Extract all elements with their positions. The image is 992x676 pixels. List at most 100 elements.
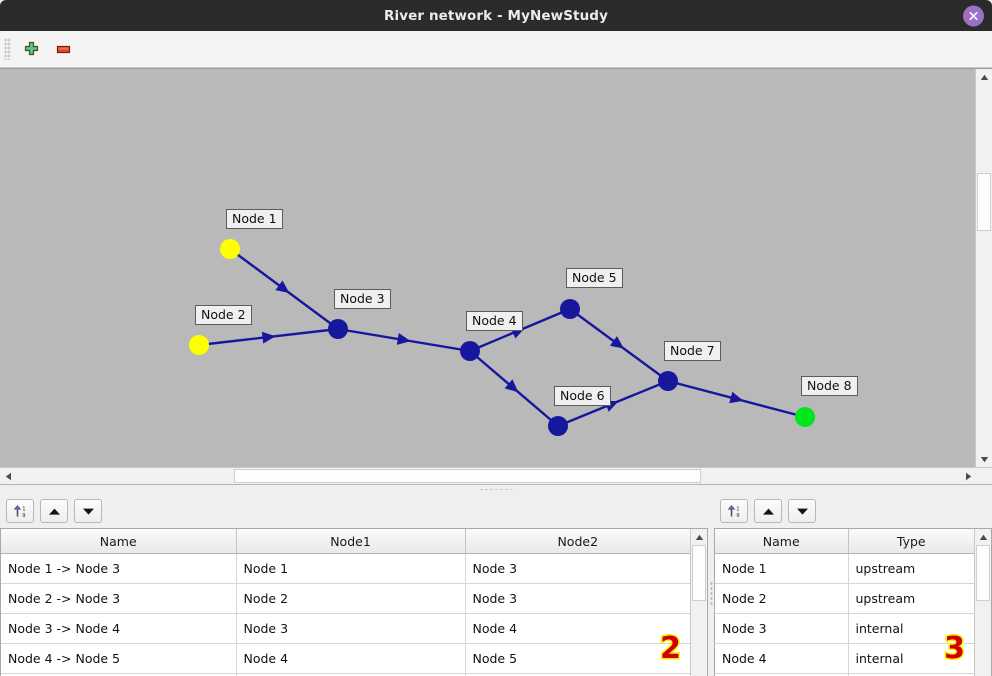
nodes-move-down-button[interactable]	[788, 499, 816, 523]
nodes-table-empty-cell[interactable]	[848, 673, 974, 676]
nodes-table-empty-cell[interactable]	[715, 673, 849, 676]
nodes-table-cell[interactable]: Node 2	[715, 583, 849, 614]
reaches-table-empty-cell[interactable]	[1, 673, 237, 676]
reaches-table-empty-cell[interactable]	[236, 673, 466, 676]
scroll-up-button[interactable]	[976, 69, 992, 85]
graph-vertical-scrollbar[interactable]	[975, 69, 992, 467]
nodes-table-column-header[interactable]: Name	[715, 529, 849, 554]
graph-node-label-node-6[interactable]: Node 6	[554, 386, 611, 406]
scroll-right-button[interactable]	[960, 468, 976, 484]
graph-node-node-8[interactable]	[795, 407, 815, 427]
reaches-move-up-button[interactable]	[40, 499, 68, 523]
reaches-vscroll-thumb[interactable]	[692, 545, 706, 601]
graph-vscroll-track[interactable]	[976, 85, 992, 451]
remove-node-button[interactable]	[47, 34, 79, 64]
reaches-vertical-scrollbar[interactable]	[690, 529, 707, 676]
nodes-table-empty-row[interactable]	[715, 673, 974, 676]
vertical-splitter[interactable]	[708, 494, 714, 676]
reaches-table-cell[interactable]: Node 3 -> Node 4	[1, 613, 237, 644]
graph-node-label-node-3[interactable]: Node 3	[334, 289, 391, 309]
reaches-scroll-down-button[interactable]	[691, 673, 707, 676]
graph-node-label-node-4[interactable]: Node 4	[466, 311, 523, 331]
graph-node-node-7[interactable]	[658, 371, 678, 391]
nodes-table-cell[interactable]: internal	[848, 643, 974, 674]
nodes-vertical-scrollbar[interactable]	[974, 529, 991, 676]
nodes-scroll-down-button[interactable]	[975, 673, 991, 676]
nodes-scroll-up-button[interactable]	[975, 529, 991, 545]
reaches-table-column-header[interactable]: Node1	[236, 529, 466, 554]
reaches-table-cell[interactable]: Node 5	[465, 643, 690, 674]
reaches-scroll-up-button[interactable]	[691, 529, 707, 545]
nodes-sort-button[interactable]: 1 9	[720, 499, 748, 523]
graph-node-label-node-2[interactable]: Node 2	[195, 305, 252, 325]
reaches-sort-button[interactable]: 1 9	[6, 499, 34, 523]
nodes-table-cell[interactable]: Node 4	[715, 643, 849, 674]
nodes-table-cell[interactable]: Node 3	[715, 613, 849, 644]
graph-node-node-1[interactable]	[220, 239, 240, 259]
toolbar-drag-handle[interactable]	[4, 38, 11, 60]
graph-node-label-node-1[interactable]: Node 1	[226, 209, 283, 229]
reaches-table-cell[interactable]: Node 3	[465, 583, 690, 614]
reaches-table-column-header[interactable]: Node2	[465, 529, 690, 554]
graph-node-node-5[interactable]	[560, 299, 580, 319]
nodes-vscroll-thumb[interactable]	[976, 545, 990, 601]
reaches-table-cell[interactable]: Node 3	[236, 613, 466, 644]
reaches-table-cell[interactable]: Node 1 -> Node 3	[1, 553, 237, 584]
sort-ascending-icon: 1 9	[727, 504, 739, 519]
river-network-svg	[189, 239, 815, 436]
close-icon	[969, 11, 978, 20]
nodes-table-cell[interactable]: internal	[848, 613, 974, 644]
nodes-table-cell[interactable]: upstream	[848, 583, 974, 614]
graph-hscroll-thumb[interactable]	[234, 469, 701, 483]
triangle-up-icon	[695, 534, 703, 540]
nodes-table-cell[interactable]: Node 1	[715, 553, 849, 584]
close-button[interactable]	[963, 5, 984, 26]
edge-direction-arrow-icon	[396, 333, 411, 345]
graph-hscroll-track[interactable]	[16, 468, 960, 484]
horizontal-splitter[interactable]	[0, 484, 992, 494]
nodes-table-column-header[interactable]: Type	[848, 529, 974, 554]
edge-direction-arrow-icon	[609, 336, 624, 349]
graph-node-label-node-5[interactable]: Node 5	[566, 268, 623, 288]
add-node-button[interactable]	[15, 34, 47, 64]
reaches-table-cell[interactable]: Node 2	[236, 583, 466, 614]
reaches-move-down-button[interactable]	[74, 499, 102, 523]
reaches-table-cell[interactable]: Node 4 -> Node 5	[1, 643, 237, 674]
graph-vscroll-thumb[interactable]	[977, 173, 991, 231]
reaches-table-cell[interactable]: Node 2 -> Node 3	[1, 583, 237, 614]
graph-node-node-6[interactable]	[548, 416, 568, 436]
reaches-table-column-header[interactable]: Name	[1, 529, 237, 554]
scroll-down-button[interactable]	[976, 451, 992, 467]
graph-node-label-node-8[interactable]: Node 8	[801, 376, 858, 396]
reaches-vscroll-track[interactable]	[691, 545, 707, 673]
reaches-table-empty-row[interactable]	[1, 673, 690, 676]
graph-node-node-2[interactable]	[189, 335, 209, 355]
nodes-move-up-button[interactable]	[754, 499, 782, 523]
graph-node-node-4[interactable]	[460, 341, 480, 361]
graph-node-node-3[interactable]	[328, 319, 348, 339]
scroll-left-button[interactable]	[0, 468, 16, 484]
reaches-table-empty-cell[interactable]	[465, 673, 690, 676]
reaches-table-cell[interactable]: Node 4	[236, 643, 466, 674]
reaches-table-cell[interactable]: Node 1	[236, 553, 466, 584]
nodes-vscroll-track[interactable]	[975, 545, 991, 673]
graph-node-label-node-7[interactable]: Node 7	[664, 341, 721, 361]
reaches-table-cell[interactable]: Node 4	[465, 613, 690, 644]
nodes-table-cell[interactable]: upstream	[848, 553, 974, 584]
graph-horizontal-scrollbar[interactable]	[0, 467, 992, 484]
reaches-table-cell[interactable]: Node 3	[465, 553, 690, 584]
